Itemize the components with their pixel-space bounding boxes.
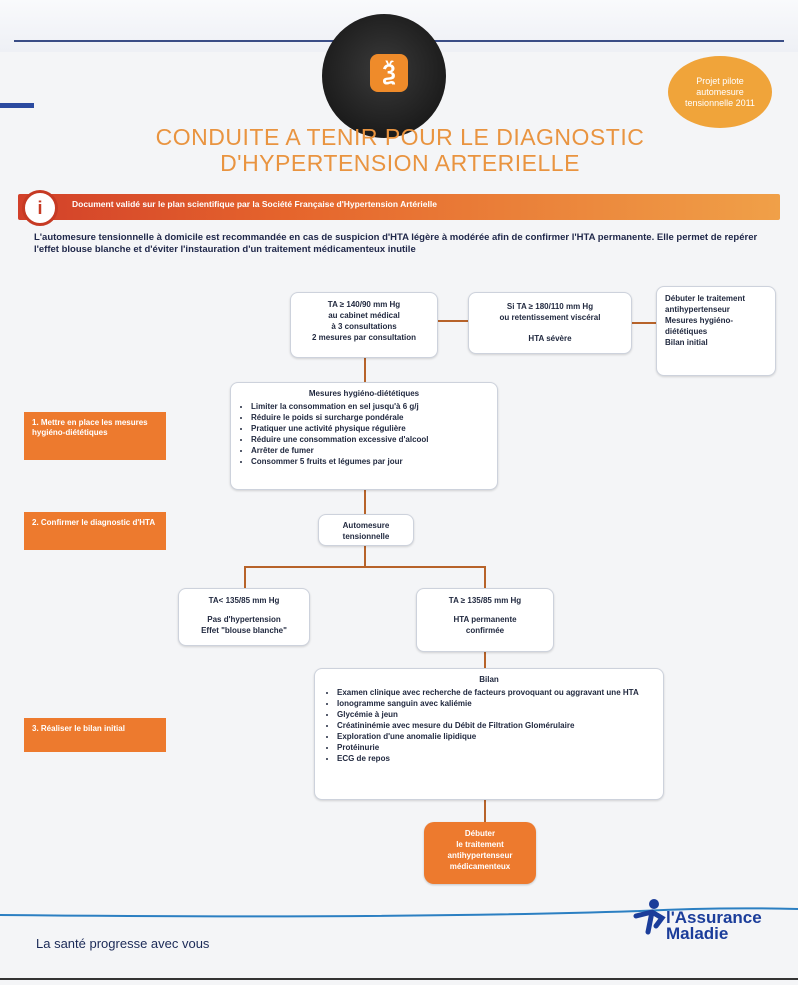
list-item: Réduire le poids si surcharge pondérale: [251, 412, 489, 423]
list-item: Réduire une consommation excessive d'alc…: [251, 434, 489, 445]
bottom-edge: [0, 978, 798, 980]
start-treatment-box: Débuter le traitement antihypertenseur m…: [424, 822, 536, 884]
list-item: Arrêter de fumer: [251, 445, 489, 456]
list-item: Créatininémie avec mesure du Débit de Fi…: [337, 720, 653, 731]
list-item: Limiter la consommation en sel jusqu'à 6…: [251, 401, 489, 412]
box-line: Bilan initial: [665, 338, 708, 347]
list-item: ECG de repos: [337, 753, 653, 764]
hygiene-measures-box: Mesures hygiéno-diététiques Limiter la c…: [230, 382, 498, 490]
box-line: confirmée: [465, 626, 505, 635]
hygiene-list: Limiter la consommation en sel jusqu'à 6…: [239, 401, 489, 467]
box-line: antihypertenseur: [447, 851, 513, 860]
ta-normal-box: TA< 135/85 mm Hg Pas d'hypertension Effe…: [178, 588, 310, 646]
intro-paragraph: L'automesure tensionnelle à domicile est…: [34, 232, 758, 255]
box-line: ou retentissement viscéral: [499, 313, 601, 322]
info-text: Document validé sur le plan scientifique…: [72, 199, 437, 209]
connector-line: [244, 566, 246, 588]
ta-high-box: TA ≥ 135/85 mm Hg HTA permanente confirm…: [416, 588, 554, 652]
list-item: Pratiquer une activité physique régulièr…: [251, 423, 489, 434]
box-line: Effet "blouse blanche": [201, 626, 287, 635]
box-line: TA ≥ 135/85 mm Hg: [448, 596, 522, 605]
connector-line: [438, 320, 468, 322]
tagline: La santé progresse avec vous: [36, 936, 210, 951]
info-band: [18, 194, 780, 220]
title-line-1: CONDUITE A TENIR POUR LE DIAGNOSTIC: [155, 124, 645, 150]
list-item: Ionogramme sanguin avec kaliémie: [337, 698, 653, 709]
connector-line: [364, 490, 366, 514]
brand-line: Maladie: [666, 924, 729, 943]
severe-actions-box: Débuter le traitement antihypertenseur M…: [656, 286, 776, 376]
box-line: Si TA ≥ 180/110 mm Hg: [506, 302, 594, 311]
footer-swoosh: [0, 907, 798, 918]
ta-suspected-box: TA ≥ 140/90 mm Hg au cabinet médical à 3…: [290, 292, 438, 358]
list-item: Protéinurie: [337, 742, 653, 753]
box-line: Débuter le traitement antihypertenseur: [665, 294, 746, 314]
box-line: 2 mesures par consultation: [311, 333, 417, 342]
project-badge: Projet pilote automesure tensionnelle 20…: [668, 56, 772, 128]
connector-line: [632, 322, 656, 324]
runner-icon: [628, 896, 672, 936]
box-line: Pas d'hypertension: [207, 615, 281, 624]
box-line: TA< 135/85 mm Hg: [208, 596, 280, 605]
brand-name: l'Assurance Maladie: [666, 908, 762, 943]
list-item: Exploration d'une anomalie lipidique: [337, 731, 653, 742]
bilan-list: Examen clinique avec recherche de facteu…: [325, 687, 653, 764]
page-title: CONDUITE A TENIR POUR LE DIAGNOSTIC D'HY…: [80, 124, 720, 176]
automesure-box: Automesure tensionnelle: [318, 514, 414, 546]
box-line: HTA sévère: [528, 334, 572, 343]
box-line: à 3 consultations: [331, 322, 397, 331]
box-line: au cabinet médical: [328, 311, 400, 320]
list-item: Glycémie à jeun: [337, 709, 653, 720]
bilan-box: Bilan Examen clinique avec recherche de …: [314, 668, 664, 800]
brand-line: l'Assurance: [666, 908, 762, 927]
box-title: Bilan: [479, 675, 499, 684]
connector-line: [484, 652, 486, 668]
left-accent-bar: [0, 103, 34, 108]
step-2-label: 2. Confirmer le diagnostic d'HTA: [24, 512, 166, 550]
box-line: Mesures hygiéno-diététiques: [665, 316, 734, 336]
connector-line: [364, 545, 366, 567]
box-line: HTA permanente: [453, 615, 517, 624]
list-item: Consommer 5 fruits et légumes par jour: [251, 456, 489, 467]
box-line: Débuter: [464, 829, 496, 838]
box-title: Mesures hygiéno-diététiques: [308, 389, 420, 398]
connector-line: [364, 356, 366, 382]
box-line: Automesure: [342, 521, 390, 530]
connector-line: [484, 800, 486, 822]
box-line: TA ≥ 140/90 mm Hg: [327, 300, 401, 309]
runner-logo-icon: Ѯ: [370, 54, 408, 92]
title-line-2: D'HYPERTENSION ARTERIELLE: [220, 150, 580, 176]
step-1-label: 1. Mettre en place les mesures hygiéno-d…: [24, 412, 166, 460]
box-line: tensionnelle: [342, 532, 390, 541]
box-line: le traitement: [456, 840, 504, 849]
step-3-label: 3. Réaliser le bilan initial: [24, 718, 166, 752]
ta-severe-box: Si TA ≥ 180/110 mm Hg ou retentissement …: [468, 292, 632, 354]
connector-line: [484, 566, 486, 588]
connector-line: [244, 566, 484, 568]
info-icon: i: [22, 190, 58, 226]
box-line: médicamenteux: [449, 862, 511, 871]
list-item: Examen clinique avec recherche de facteu…: [337, 687, 653, 698]
